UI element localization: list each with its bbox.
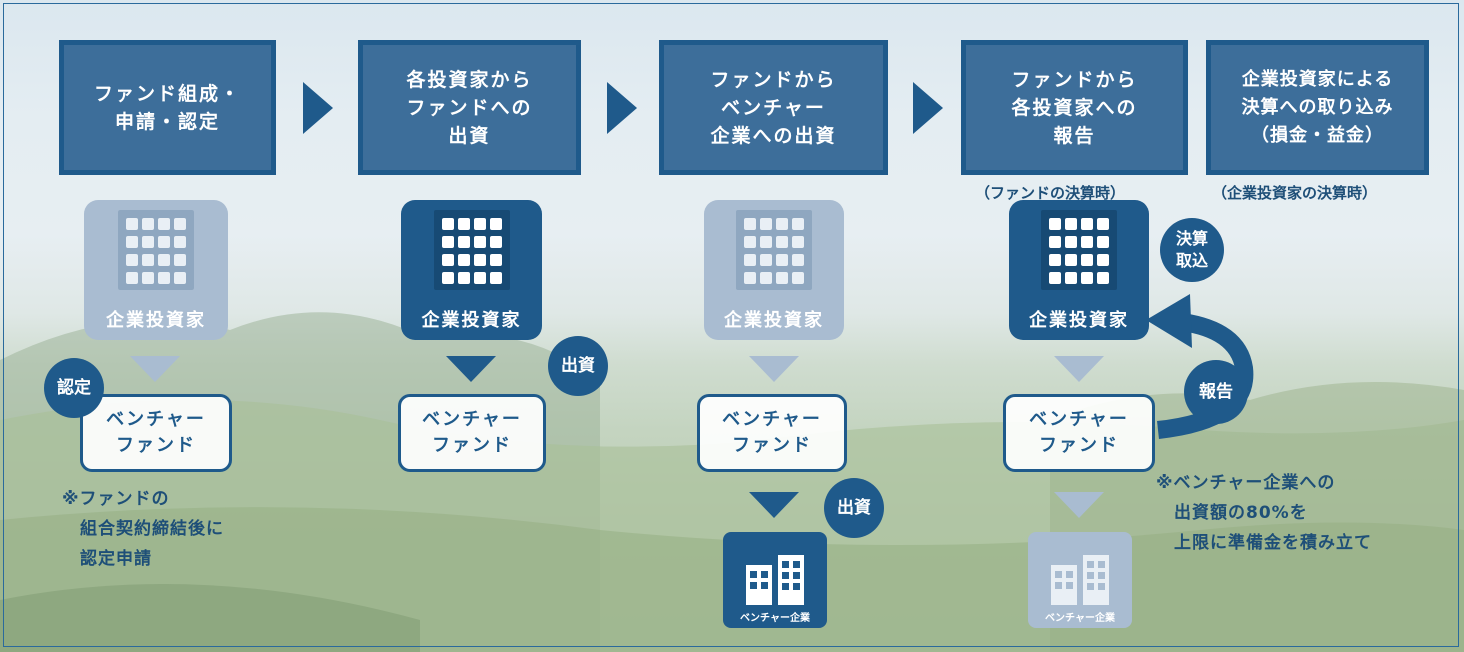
corporate-investor-label: 企業投資家: [724, 310, 824, 331]
corporate-investor-label: 企業投資家: [1029, 310, 1129, 331]
investor-settlement-note: （企業投資家の決算時）: [1212, 184, 1378, 202]
down-arrow-faded: [749, 356, 799, 382]
building-icon: [1041, 210, 1117, 290]
corporate-investor-3: 企業投資家: [704, 200, 844, 340]
building-icon: [433, 210, 510, 290]
report-curved-arrow: [1146, 294, 1254, 439]
venture-fund-1: ベンチャー ファンド: [80, 394, 232, 472]
fund-settlement-note: （ファンドの決算時）: [975, 184, 1126, 202]
corporate-investor-2: 企業投資家: [401, 200, 542, 340]
venture-company-label: ベンチャー企業: [1045, 613, 1115, 624]
venture-fund-4: ベンチャー ファンド: [1003, 394, 1155, 472]
step-header-4: ファンドから 各投資家への 報告: [961, 40, 1188, 175]
step-header-1: ファンド組成・ 申請・認定: [59, 40, 276, 175]
corporate-investor-label: 企業投資家: [421, 310, 522, 331]
venture-company-label: ベンチャー企業: [740, 613, 810, 624]
company-building-icon: [746, 555, 804, 605]
down-arrow-active: [749, 492, 799, 518]
corporate-investor-label: 企業投資家: [106, 310, 206, 331]
outer-frame: [3, 3, 1459, 647]
venture-fund-2: ベンチャー ファンド: [398, 394, 546, 472]
building-icon: [736, 210, 812, 290]
down-arrow-faded: [130, 356, 180, 382]
certification-badge: 認定: [44, 358, 104, 418]
corporate-investor-4: 企業投資家: [1009, 200, 1149, 340]
footnote-right: ※ベンチャー企業への 出資額の80%を 上限に準備金を積み立て: [1156, 473, 1372, 553]
corporate-investor-1: 企業投資家: [84, 200, 228, 340]
down-arrow-faded: [1054, 356, 1104, 382]
venture-fund-3: ベンチャー ファンド: [697, 394, 847, 472]
venture-company-active: ベンチャー企業: [723, 532, 827, 628]
footnote-left: ※ファンドの 組合契約締結後に 認定申請: [62, 489, 224, 569]
settlement-import-badge: 決算 取込: [1160, 218, 1224, 282]
down-arrow-faded: [1054, 492, 1104, 518]
building-icon: [118, 210, 194, 290]
step-arrow-1: [303, 82, 333, 134]
down-arrow-active: [446, 356, 496, 382]
report-badge: 報告: [1184, 360, 1248, 424]
investment-badge-1: 出資: [548, 336, 608, 396]
step-arrow-3: [913, 82, 943, 134]
investment-badge-2: 出資: [824, 478, 884, 538]
step-header-2: 各投資家から ファンドへの 出資: [358, 40, 581, 175]
step-arrow-2: [607, 82, 637, 134]
company-building-icon: [1051, 555, 1109, 605]
step-header-5: 企業投資家による 決算への取り込み （損金・益金）: [1206, 40, 1429, 175]
venture-company-faded: ベンチャー企業: [1028, 532, 1132, 628]
step-header-3: ファンドから ベンチャー 企業への出資: [659, 40, 888, 175]
